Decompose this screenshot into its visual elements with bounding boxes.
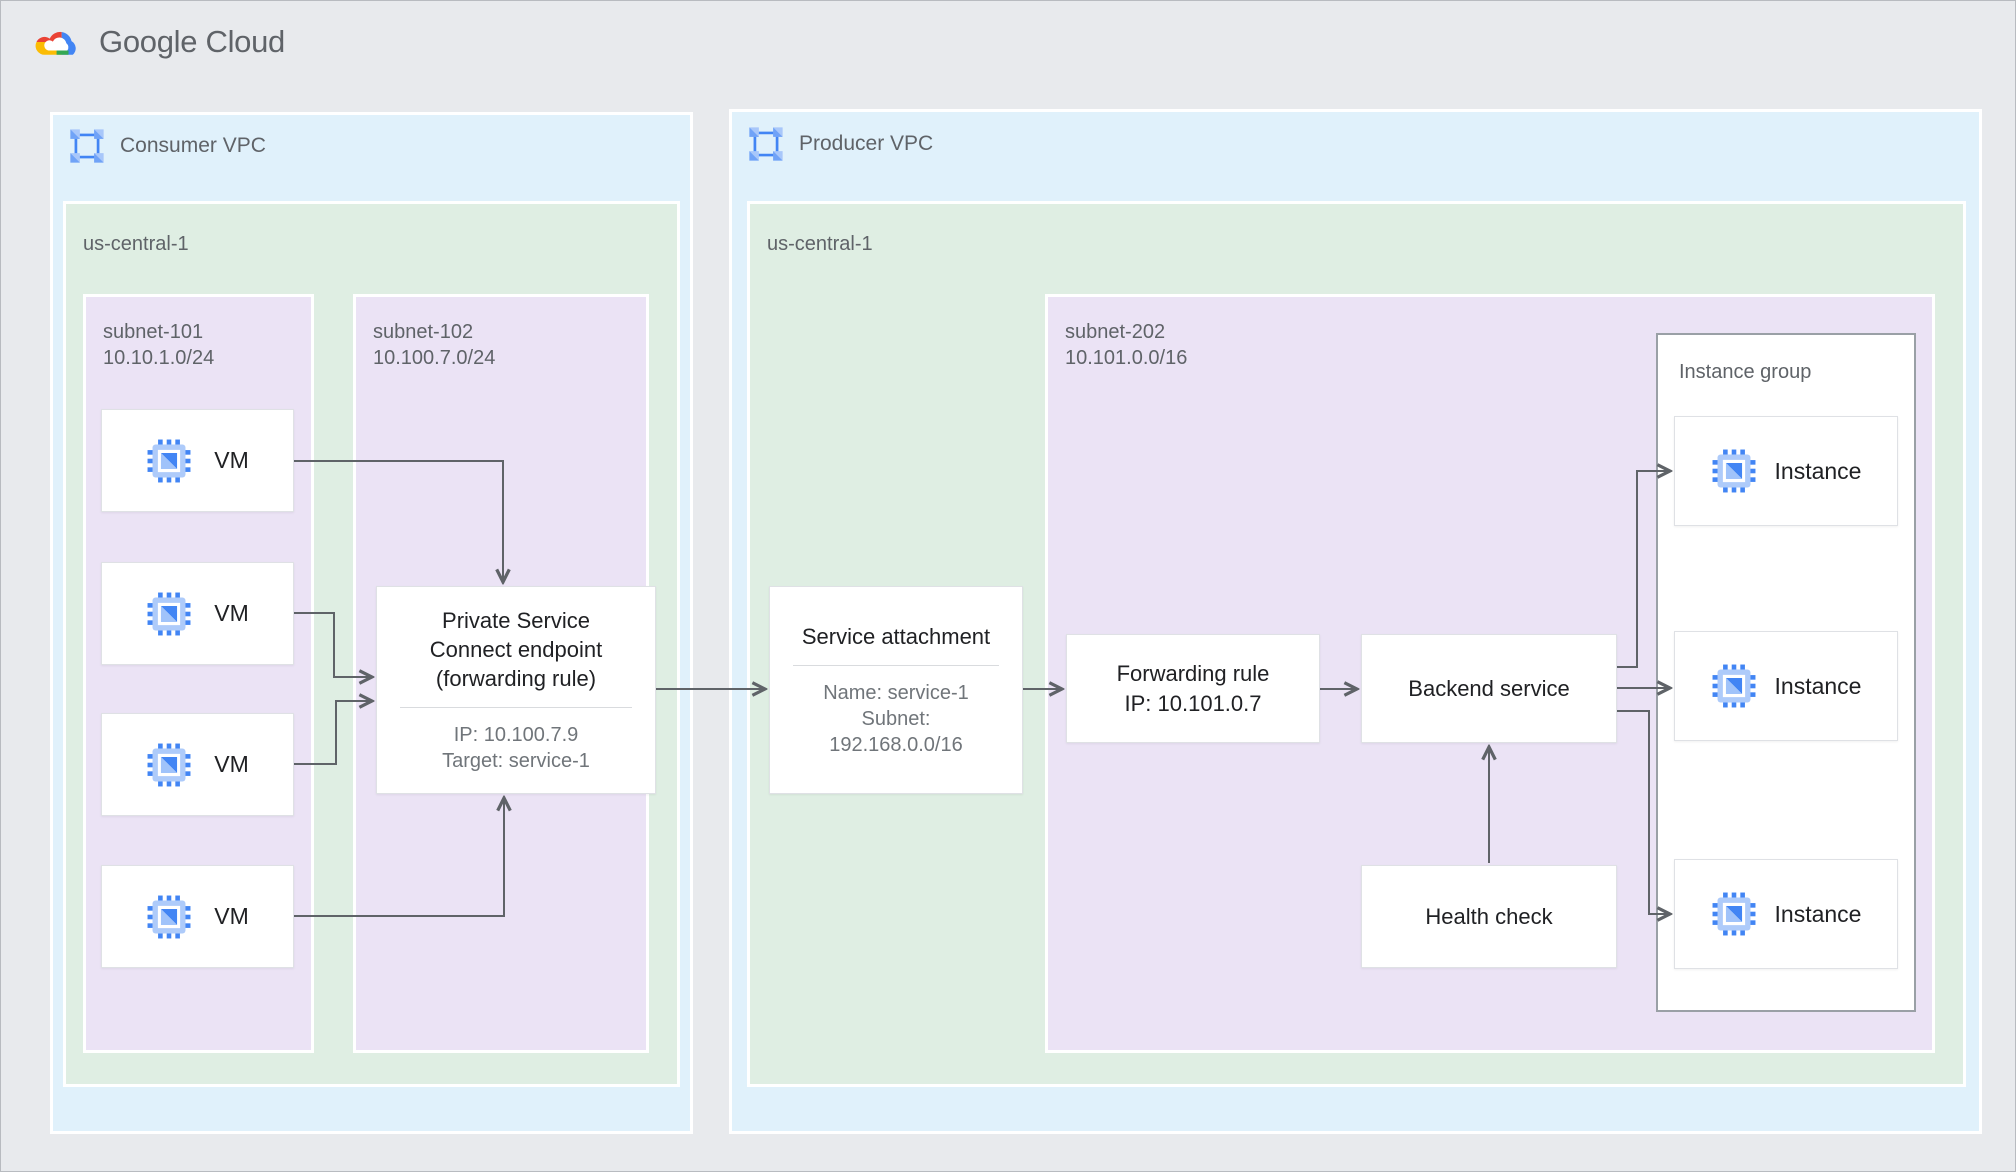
compute-engine-icon xyxy=(147,895,191,938)
compute-engine-icon xyxy=(1712,892,1755,936)
connector-vm1-psc xyxy=(294,460,503,582)
producer-region-label: us-central-1 xyxy=(767,233,873,255)
subnet-101-cidr: 10.10.1.0/24 xyxy=(103,347,215,370)
compute-engine-icon xyxy=(147,592,191,635)
service-attachment-subnet-cidr: 192.168.0.0/16 xyxy=(829,734,963,757)
subnet-202-label: subnet-202 10.101.0.0/16 xyxy=(1065,319,1187,372)
vm-label: VM xyxy=(214,600,249,626)
subnet-102-cidr: 10.100.7.0/24 xyxy=(373,347,496,370)
google-cloud-logo: Google Cloud xyxy=(31,19,285,65)
vpc-icon xyxy=(749,127,783,161)
google-cloud-icon xyxy=(35,31,76,55)
service-attachment-title: Service attachment xyxy=(801,623,991,649)
psc-endpoint-ip: IP: 10.100.7.9 xyxy=(453,724,579,747)
instance-label: Instance xyxy=(1774,457,1862,484)
vm-node: VM xyxy=(101,713,294,816)
forwarding-rule-node: Forwarding rule IP: 10.101.0.7 xyxy=(1066,634,1320,743)
psc-endpoint-title: Private Service Connect endpoint (forwar… xyxy=(429,607,603,692)
forwarding-rule-ip: IP: 10.101.0.7 xyxy=(1124,690,1262,716)
connector-vm2-psc xyxy=(294,612,372,677)
instance-group-label: Instance group xyxy=(1679,361,1812,383)
instance-label: Instance xyxy=(1774,672,1862,699)
forwarding-rule-title: Forwarding rule xyxy=(1116,661,1270,687)
subnet-102-name: subnet-102 xyxy=(373,321,474,343)
subnet-102-label: subnet-102 10.100.7.0/24 xyxy=(373,319,495,372)
node-divider xyxy=(793,665,999,667)
vm-node: VM xyxy=(101,409,294,512)
vm-node: VM xyxy=(101,562,294,665)
subnet-202-cidr: 10.101.0.0/16 xyxy=(1065,347,1188,370)
backend-service-node: Backend service xyxy=(1361,634,1617,743)
compute-engine-icon xyxy=(147,439,191,482)
service-attachment-node: Service attachment Name: service-1 Subne… xyxy=(769,586,1023,794)
backend-service-title: Backend service xyxy=(1408,675,1570,701)
vpc-icon xyxy=(70,129,104,163)
vm-label: VM xyxy=(214,751,249,777)
connector-backend-instance-1 xyxy=(1617,471,1670,668)
vm-label: VM xyxy=(214,447,249,473)
connector-vm4-psc xyxy=(294,798,504,917)
service-attachment-name: Name: service-1 xyxy=(823,682,969,705)
compute-engine-icon xyxy=(1712,664,1755,708)
connector-vm3-psc xyxy=(294,701,372,765)
instance-label: Instance xyxy=(1774,900,1862,927)
consumer-vpc-title: Consumer VPC xyxy=(120,134,266,157)
consumer-region-label: us-central-1 xyxy=(83,233,189,255)
instance-node: Instance xyxy=(1674,859,1898,969)
connector-backend-instance-3 xyxy=(1617,710,1670,914)
logo-text: Google Cloud xyxy=(99,24,285,60)
node-divider xyxy=(400,707,632,709)
logo-product: Cloud xyxy=(205,24,286,59)
compute-engine-icon xyxy=(147,743,191,786)
subnet-101-name: subnet-101 xyxy=(103,321,204,343)
producer-vpc-title: Producer VPC xyxy=(799,132,934,155)
vm-label: VM xyxy=(214,903,249,929)
psc-endpoint-target: Target: service-1 xyxy=(442,750,590,773)
instance-node: Instance xyxy=(1674,631,1898,741)
service-attachment-subnet-label: Subnet: xyxy=(861,708,931,731)
compute-engine-icon xyxy=(1712,449,1755,493)
subnet-202-name: subnet-202 xyxy=(1065,321,1166,343)
psc-endpoint-node: Private Service Connect endpoint (forwar… xyxy=(376,586,656,794)
health-check-title: Health check xyxy=(1425,903,1553,929)
vm-node: VM xyxy=(101,865,294,968)
instance-node: Instance xyxy=(1674,416,1898,526)
subnet-101-label: subnet-101 10.10.1.0/24 xyxy=(103,319,214,372)
health-check-node: Health check xyxy=(1361,865,1617,968)
logo-brand: Google xyxy=(99,24,198,59)
